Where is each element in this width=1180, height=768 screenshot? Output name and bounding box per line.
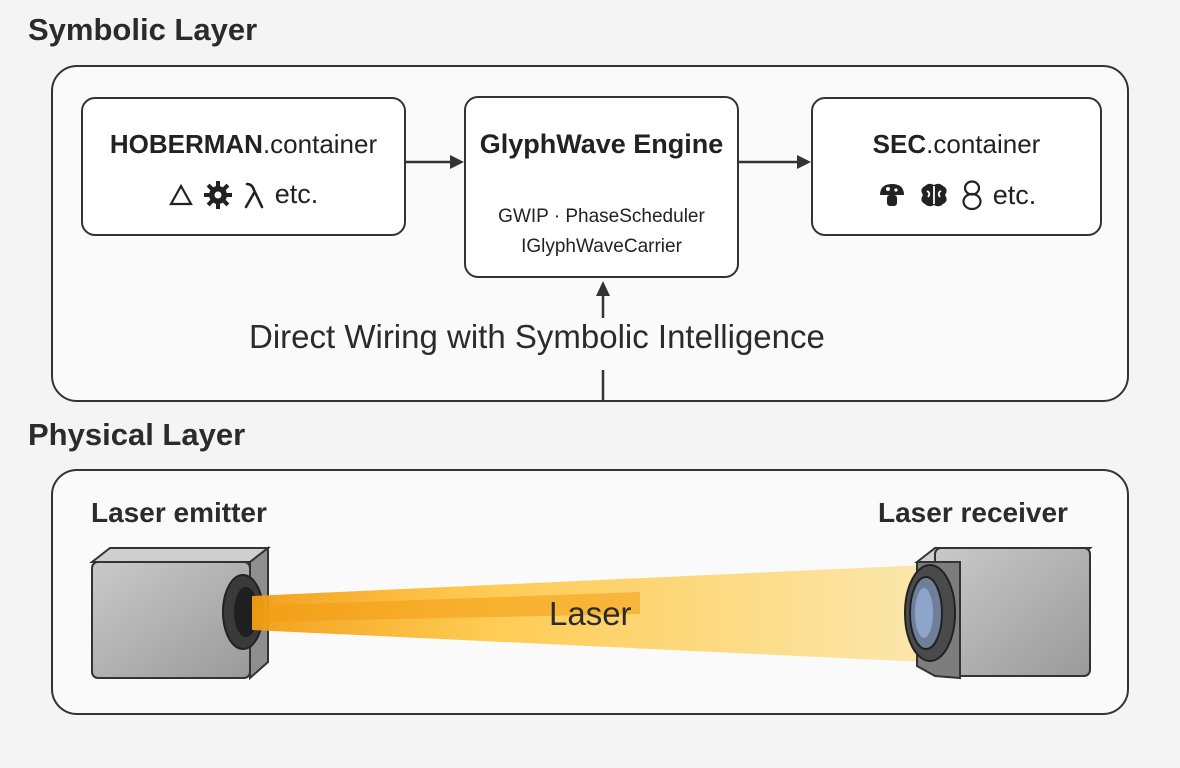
- laser-label: Laser: [549, 595, 632, 632]
- glyphwave-engine-box: GlyphWave Engine GWIP · PhaseScheduler I…: [464, 96, 739, 278]
- figure-eight-icon: [962, 180, 982, 211]
- mushroom-icon: [879, 184, 904, 206]
- brain-icon: [921, 183, 947, 207]
- hoberman-symbols: etc.: [83, 179, 404, 210]
- laser-emitter-label: Laser emitter: [91, 497, 267, 528]
- gear-icon: [203, 180, 232, 209]
- sec-etc: etc.: [992, 179, 1037, 210]
- glyphwave-subtitle-2: IGlyphWaveCarrier: [521, 236, 682, 257]
- sec-title: SEC.container: [872, 129, 1041, 159]
- triangle-icon: [168, 183, 193, 205]
- wiring-label: Direct Wiring with Symbolic Intelligence: [249, 318, 825, 355]
- lambda-icon: [244, 182, 264, 208]
- hoberman-etc: etc.: [274, 179, 319, 209]
- hoberman-container-box: HOBERMAN.container etc.: [81, 97, 406, 236]
- glyphwave-engine-title: GlyphWave Engine: [479, 129, 724, 159]
- sec-container-box: SEC.container etc.: [811, 97, 1102, 236]
- laser-receiver-label: Laser receiver: [878, 497, 1068, 528]
- sec-symbols: etc.: [813, 179, 1100, 211]
- symbolic-layer-title: Symbolic Layer: [28, 12, 258, 47]
- glyphwave-subtitle-1: GWIP · PhaseScheduler: [498, 206, 705, 227]
- hoberman-title: HOBERMAN.container: [109, 129, 378, 159]
- physical-layer-title: Physical Layer: [28, 417, 246, 452]
